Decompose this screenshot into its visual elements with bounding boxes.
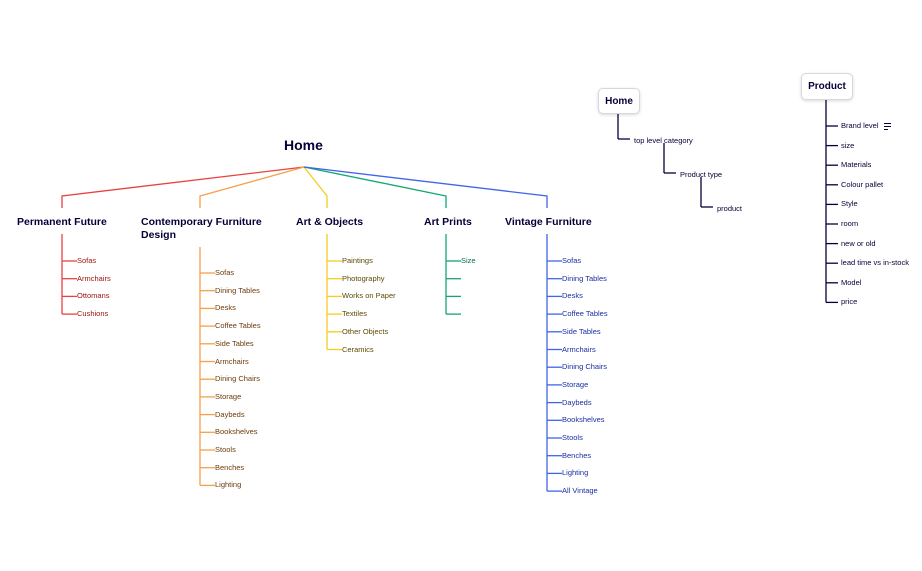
branch-label-line2: Design xyxy=(141,229,177,241)
product-node[interactable]: Product xyxy=(801,73,853,100)
leaf-item[interactable]: Size xyxy=(461,256,476,265)
leaf-item[interactable]: Coffee Tables xyxy=(562,309,608,319)
leaf-item[interactable]: Bookshelves xyxy=(562,415,605,425)
home-node[interactable]: Home xyxy=(598,88,640,114)
branch-connector xyxy=(303,166,548,208)
product-attribute[interactable]: Materials xyxy=(841,160,872,170)
leaf-item[interactable]: Armchairs xyxy=(562,344,596,354)
leaf-item[interactable]: Dining Tables xyxy=(215,285,260,295)
leaf-item[interactable]: Side Tables xyxy=(562,326,601,336)
leaf-item[interactable]: Storage xyxy=(215,391,242,401)
leaf-item[interactable]: Dining Tables xyxy=(562,273,607,283)
leaf-item[interactable]: Dining Chairs xyxy=(562,362,608,372)
leaf-item[interactable]: Works on Paper xyxy=(342,291,396,301)
leaf-item[interactable]: Coffee Tables xyxy=(215,321,261,331)
leaf-item[interactable]: Other Objects xyxy=(342,326,389,336)
tree-node-product-type[interactable]: Product type xyxy=(680,170,723,179)
leaf-item[interactable]: Stools xyxy=(215,445,236,454)
leaf-item[interactable]: Sofas xyxy=(77,256,97,265)
icon-line xyxy=(884,126,891,127)
branch-art-objects[interactable]: Art & Objects xyxy=(296,216,364,228)
leaf-item[interactable]: Photography xyxy=(342,273,385,283)
leaf-item[interactable]: Side Tables xyxy=(215,338,254,348)
leaf-item[interactable]: Ceramics xyxy=(342,344,374,354)
product-attribute[interactable]: Brand level xyxy=(841,121,879,130)
leaf-item[interactable]: Daybeds xyxy=(562,397,592,407)
leaf-item[interactable]: Paintings xyxy=(342,256,373,265)
branch-connector xyxy=(199,166,305,208)
leaf-item[interactable]: All Vintage xyxy=(562,486,598,496)
leaf-item[interactable]: Daybeds xyxy=(215,409,245,419)
branch-vintage-furniture[interactable]: Vintage Furniture xyxy=(505,216,592,228)
leaf-item[interactable]: Desks xyxy=(562,291,583,301)
leaf-item[interactable]: Textiles xyxy=(342,309,368,319)
leaf-item[interactable]: Sofas xyxy=(562,256,582,265)
branch-permanent-future[interactable]: Permanent Future xyxy=(17,216,107,228)
product-attribute[interactable]: room xyxy=(841,219,859,228)
leaf-item[interactable]: Ottomans xyxy=(77,291,110,301)
product-attribute[interactable]: Model xyxy=(841,277,862,287)
product-attribute[interactable]: size xyxy=(841,140,855,150)
leaf-item[interactable]: Desks xyxy=(215,303,236,313)
branch-contemporary-furniture-design[interactable]: Contemporary Furniture Design xyxy=(141,216,262,242)
leaf-item[interactable]: Lighting xyxy=(562,468,589,478)
product-attribute[interactable]: new or old xyxy=(841,238,876,248)
product-attribute[interactable]: price xyxy=(841,297,858,307)
leaf-item[interactable]: Sofas xyxy=(215,268,235,277)
leaf-item[interactable]: Cushions xyxy=(77,309,109,319)
branch-connector xyxy=(303,166,328,208)
branch-label-line1: Contemporary Furniture xyxy=(141,216,262,228)
icon-line xyxy=(884,123,891,124)
tree-node-top-level-category[interactable]: top level category xyxy=(634,136,693,145)
tree-node-product[interactable]: product xyxy=(717,204,743,213)
product-attribute[interactable]: Colour pallet xyxy=(841,179,884,189)
leaf-item[interactable]: Bookshelves xyxy=(215,427,258,437)
leaf-item[interactable]: Dining Chairs xyxy=(215,374,261,384)
leaf-item[interactable]: Armchairs xyxy=(215,356,249,366)
branch-art-prints[interactable]: Art Prints xyxy=(424,216,472,228)
leaf-item[interactable]: Armchairs xyxy=(77,273,111,283)
leaf-item[interactable]: Lighting xyxy=(215,480,242,490)
product-attribute[interactable]: Style xyxy=(841,199,858,209)
icon-line xyxy=(884,129,888,130)
leaf-item[interactable]: Benches xyxy=(562,450,592,460)
root-node-home[interactable]: Home xyxy=(284,137,323,153)
product-attribute[interactable]: lead time vs in-stock xyxy=(841,258,909,268)
branch-connector xyxy=(303,166,447,208)
leaf-item[interactable]: Stools xyxy=(562,433,583,442)
leaf-item[interactable]: Benches xyxy=(215,462,245,472)
menu-lines-icon[interactable] xyxy=(884,123,891,132)
leaf-item[interactable]: Storage xyxy=(562,379,589,389)
branch-connector xyxy=(61,166,305,208)
